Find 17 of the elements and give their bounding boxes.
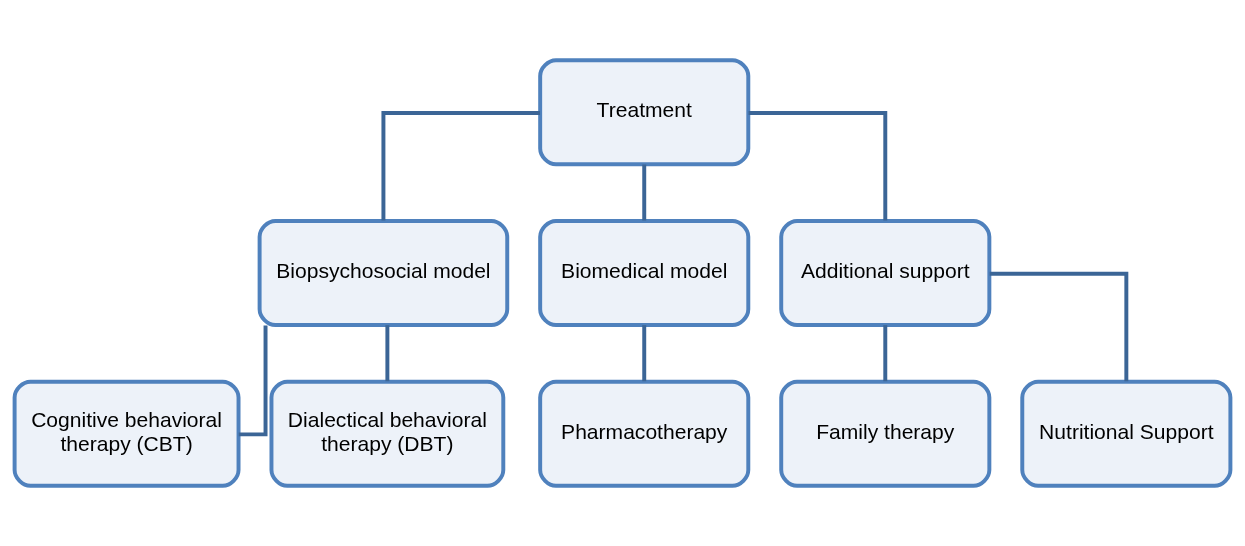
node-box: Additional support	[779, 219, 992, 327]
node-box: Dialectical behavioral therapy (DBT)	[269, 379, 506, 488]
node-box: Pharmacotherapy	[538, 379, 751, 488]
node-box: Family therapy	[779, 379, 992, 488]
connector	[748, 111, 888, 221]
node-box: Nutritional Support	[1020, 379, 1233, 488]
node-box: Treatment	[538, 58, 751, 167]
node-box: Biomedical model	[538, 219, 751, 327]
connector	[989, 271, 1129, 382]
connector	[642, 164, 647, 221]
connector	[238, 325, 268, 437]
node-box: Cognitive behavioral therapy (CBT)	[12, 379, 241, 488]
node-box: Biopsychosocial model	[257, 219, 510, 327]
connector	[883, 325, 888, 382]
connector	[642, 325, 647, 382]
connector	[385, 325, 390, 382]
connector	[381, 111, 541, 221]
